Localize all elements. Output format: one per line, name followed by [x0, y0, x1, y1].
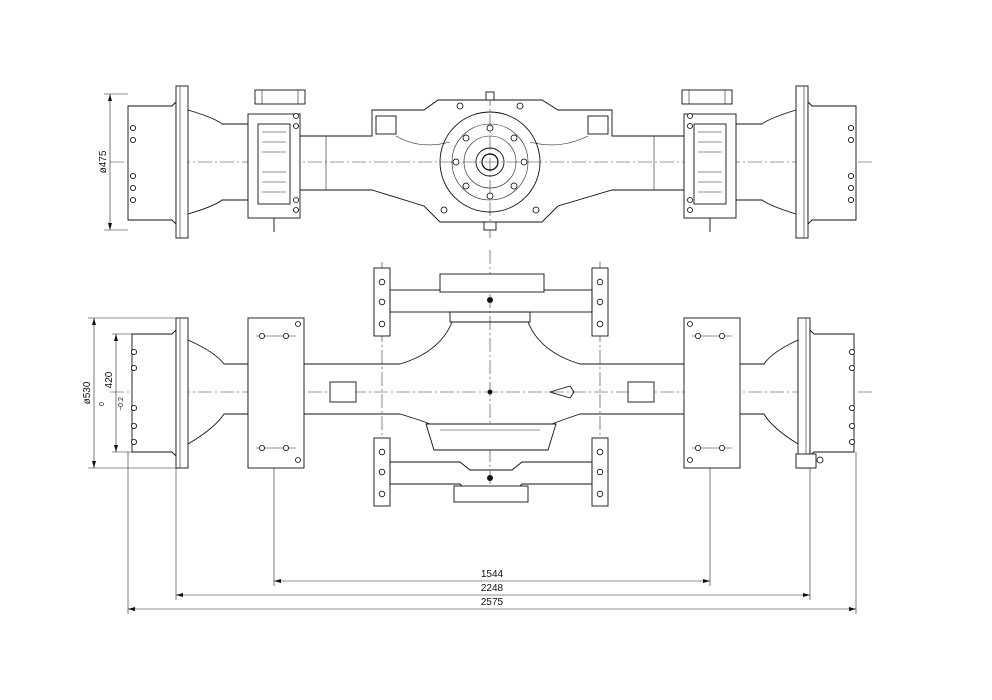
top-view: ø475 [98, 85, 872, 240]
front-pilot-diameter-label: 420 [104, 371, 115, 388]
left-wheel-hub-top [127, 85, 249, 239]
mounting-face-distance-label: 2248 [481, 583, 504, 594]
front-flange-diameter-label: ø530 [82, 381, 93, 404]
brake-center-distance-label: 1544 [481, 569, 504, 580]
right-brake-front [683, 317, 741, 469]
differential-top [439, 91, 541, 231]
top-flange-diameter-label: ø475 [98, 150, 109, 173]
left-wheel-hub-front [130, 317, 249, 469]
right-brake-top [681, 89, 737, 232]
axle-housing-front [304, 321, 684, 451]
left-brake-top [247, 89, 306, 232]
left-brake-front [247, 317, 305, 469]
front-view: ø530 420 0 −0.2 [82, 250, 872, 507]
overall-length-label: 2575 [481, 597, 504, 608]
front-flange-dimensions: ø530 420 0 −0.2 [82, 317, 176, 469]
right-wheel-hub-front [740, 317, 856, 469]
axle-housing-top [300, 99, 684, 223]
front-pilot-tolerance-lower: −0.2 [118, 397, 125, 411]
top-flange-dimension: ø475 [98, 93, 128, 231]
right-wheel-hub-top [736, 85, 857, 239]
front-pilot-tolerance-upper: 0 [99, 402, 106, 406]
lower-mount-beam [373, 437, 609, 507]
length-dimensions: 1544 2248 2575 [127, 452, 857, 614]
upper-mount-beam [373, 267, 609, 337]
